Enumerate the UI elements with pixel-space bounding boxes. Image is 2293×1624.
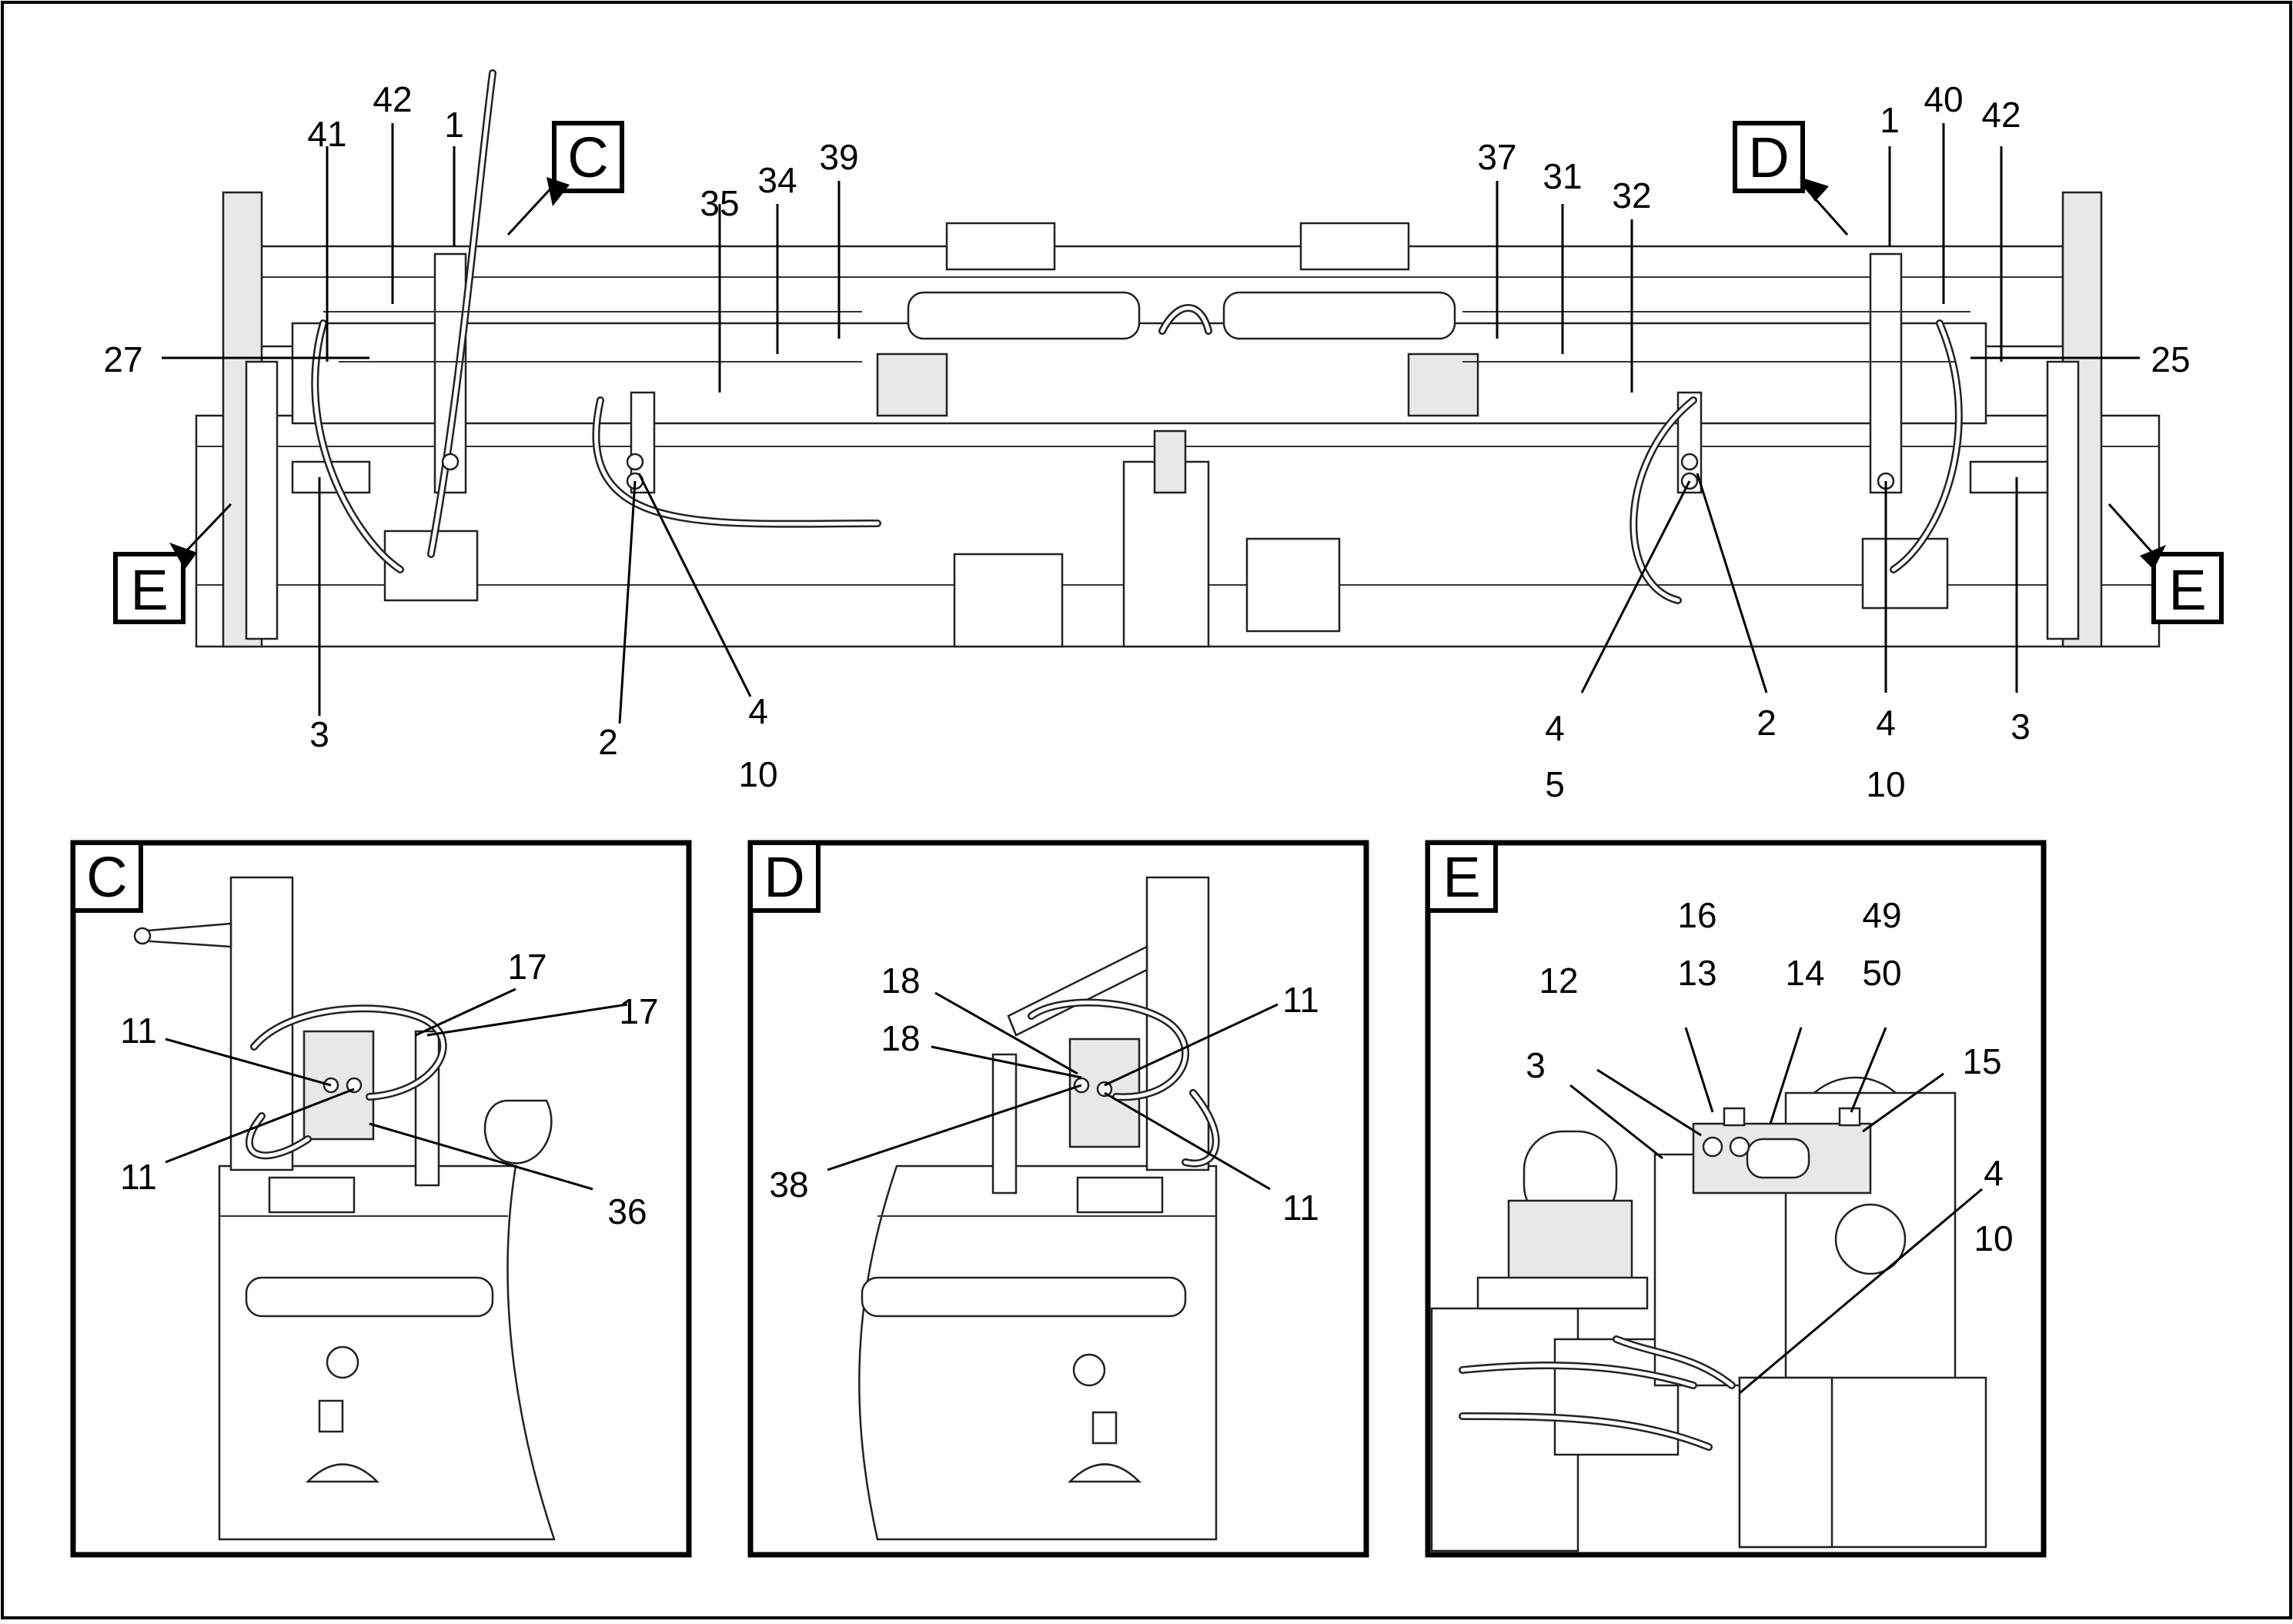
callout-1-right: 1 xyxy=(1880,100,1900,140)
callout-10-left: 10 xyxy=(738,754,777,794)
detail-c-panel: C 17 17 11 11 36 xyxy=(70,840,692,1558)
detail-c-tag: C xyxy=(86,845,127,909)
view-tag-e-left: E xyxy=(130,558,168,622)
callout-4-mid: 4 xyxy=(1545,708,1565,748)
center-bracket-right xyxy=(1299,222,1410,271)
callout-37: 37 xyxy=(1477,137,1516,177)
callout-2-left: 2 xyxy=(598,722,618,762)
callout-41: 41 xyxy=(307,114,346,154)
view-tag-d-box xyxy=(1733,121,1805,193)
callout-40: 40 xyxy=(1924,79,1963,119)
detail-e-panel: E 16 49 12 13 xyxy=(1425,840,2047,1558)
detail-e-callout-15: 15 xyxy=(1962,1041,2001,1081)
detail-d-tag: D xyxy=(764,845,804,909)
callout-3-right: 3 xyxy=(2011,707,2031,747)
callout-5: 5 xyxy=(1545,764,1565,804)
detail-d-callout-18b: 18 xyxy=(881,1018,920,1058)
detail-d-callout-38: 38 xyxy=(769,1165,808,1205)
callout-10-right: 10 xyxy=(1866,764,1905,804)
detail-d-callout-11a: 11 xyxy=(1282,980,1319,1020)
hose-channel xyxy=(291,322,1987,425)
detail-e-callout-3: 3 xyxy=(1526,1045,1546,1085)
clamp-plate-right xyxy=(1869,252,1903,494)
center-bracket-left xyxy=(945,222,1056,271)
detail-e-callout-10: 10 xyxy=(1974,1218,2013,1258)
callout-25: 25 xyxy=(2151,339,2190,379)
callout-3-left: 3 xyxy=(309,714,329,754)
callout-27: 27 xyxy=(103,339,142,379)
callout-42-right: 42 xyxy=(1981,95,2021,135)
detail-d-panel: D 18 18 11 38 11 xyxy=(747,840,1369,1558)
detail-c-callout-36: 36 xyxy=(607,1191,647,1231)
detail-e-callout-4: 4 xyxy=(1984,1153,2004,1193)
view-tag-c-box xyxy=(552,121,624,193)
view-tag-d: D xyxy=(1748,125,1789,189)
callout-35: 35 xyxy=(700,183,739,223)
detail-c-callout-11a: 11 xyxy=(120,1011,157,1051)
top-assembly-view: C D E E xyxy=(103,69,2224,804)
callout-31: 31 xyxy=(1543,156,1582,196)
detail-e-callout-12: 12 xyxy=(1539,961,1578,1001)
top-leaders xyxy=(162,123,2140,724)
detail-e-callout-13: 13 xyxy=(1677,953,1716,993)
detail-d-callout-11b: 11 xyxy=(1282,1188,1319,1228)
callout-1-left: 1 xyxy=(444,105,464,145)
detail-e-tag: E xyxy=(1442,845,1480,909)
callout-42-left: 42 xyxy=(373,79,412,119)
detail-c-callout-17a: 17 xyxy=(507,947,547,987)
valve-block-right xyxy=(1407,353,1479,417)
callout-4-left: 4 xyxy=(748,691,768,731)
callout-34: 34 xyxy=(757,160,797,200)
callout-32: 32 xyxy=(1612,175,1651,216)
view-tag-e-right: E xyxy=(2168,558,2206,622)
view-tag-c: C xyxy=(567,125,608,189)
valve-block-left xyxy=(876,353,948,417)
detail-e-callout-16: 16 xyxy=(1677,895,1716,935)
motor-housing-left xyxy=(953,553,1064,648)
detail-e-callout-14: 14 xyxy=(1785,953,1824,993)
callout-4-right: 4 xyxy=(1876,703,1896,743)
detail-e-callout-49: 49 xyxy=(1862,895,1901,935)
detail-d-callout-18a: 18 xyxy=(881,961,920,1001)
callout-2-right: 2 xyxy=(1757,703,1777,743)
detail-c-callout-11b: 11 xyxy=(120,1157,157,1197)
callout-39: 39 xyxy=(819,137,858,177)
cylinder-right xyxy=(1222,291,1456,340)
detail-e-callout-50: 50 xyxy=(1862,953,1901,993)
view-tag-e-right-box xyxy=(2151,552,2224,624)
view-tag-e-left-box xyxy=(113,552,186,624)
detail-c-callout-17b: 17 xyxy=(619,991,658,1031)
cylinder-left xyxy=(907,291,1141,340)
